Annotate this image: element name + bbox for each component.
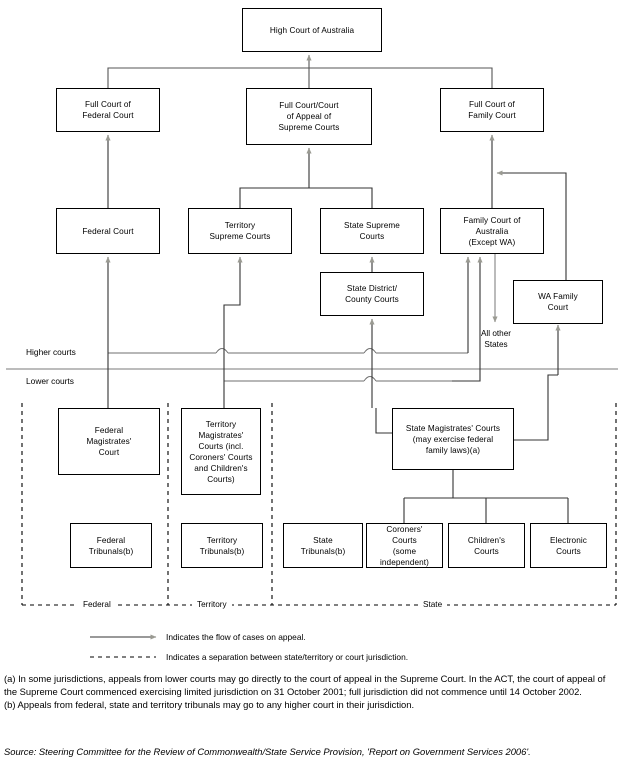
source-citation: Source: Steering Committee for the Revie… [4, 746, 531, 757]
node-high-court[interactable]: High Court of Australia [242, 8, 382, 52]
node-federal-court[interactable]: Federal Court [56, 208, 160, 254]
connector-layer [6, 54, 618, 658]
footnote-b: (b) Appeals from federal, state and terr… [4, 699, 415, 711]
label-jurisdiction-territory: Territory [192, 599, 232, 610]
footnote-a: (a) In some jurisdictions, appeals from … [4, 673, 606, 698]
legend-item-jurisdiction-text: Indicates a separation between state/ter… [166, 652, 409, 662]
label-jurisdiction-federal: Federal [78, 599, 116, 610]
label-higher-courts: Higher courts [26, 347, 76, 357]
node-label: State Magistrates' Courts(may exercise f… [405, 423, 501, 455]
footnotes: (a) In some jurisdictions, appeals from … [4, 672, 618, 712]
node-label: Federal Court [82, 226, 134, 236]
label-jurisdiction-state: State [418, 599, 448, 610]
node-label: High Court of Australia [269, 25, 355, 35]
node-label: State District/County Courts [345, 284, 399, 304]
node-state-magistrates-courts[interactable]: State Magistrates' Courts(may exercise f… [392, 408, 514, 470]
node-state-district-county-courts[interactable]: State District/County Courts [320, 272, 424, 316]
legend-item-appeal-flow-text: Indicates the flow of cases on appeal. [166, 632, 306, 642]
label-lower-courts: Lower courts [26, 376, 74, 386]
